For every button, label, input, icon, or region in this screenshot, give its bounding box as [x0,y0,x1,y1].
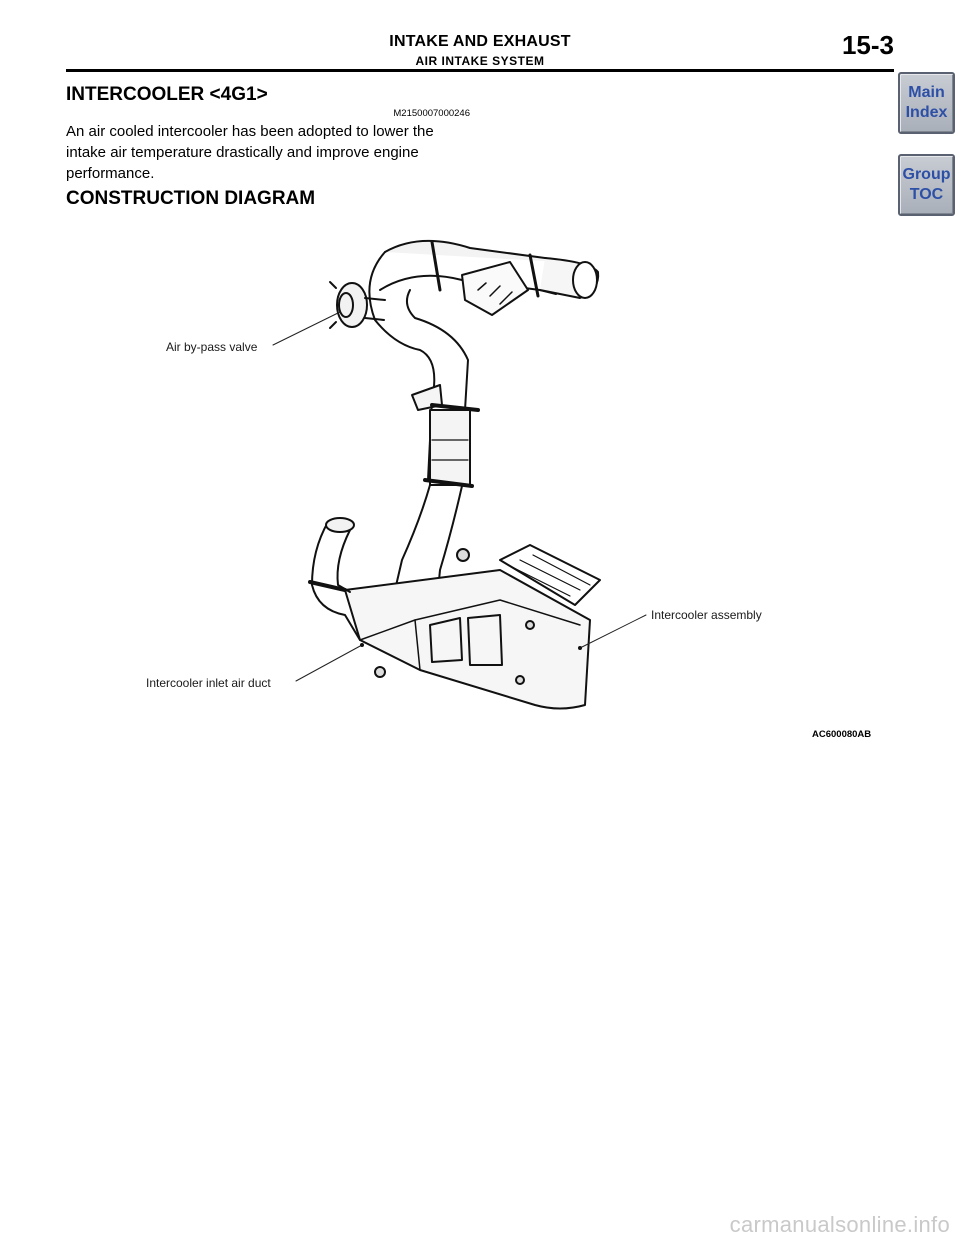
label-air-bypass-valve: Air by-pass valve [166,340,258,354]
subsection-title: AIR INTAKE SYSTEM [415,54,545,68]
lower-duct [394,484,431,591]
main-index-label-line1: Main [908,84,945,101]
mount-bolt [374,666,386,678]
inlet-duct-clamp [308,580,347,592]
mount-bolt [456,548,470,562]
core-opening [467,614,503,666]
mount-bolt [525,620,535,630]
outlet-pipe-mouth [572,261,598,299]
header-rule [66,69,894,72]
heat-shield [461,261,529,316]
diagram-heading: CONSTRUCTION DIAGRAM [66,188,316,209]
leader-intercooler-assembly [579,614,647,649]
rubber-hose [429,409,471,486]
descending-pipe [368,251,436,481]
pipe-clamp [528,253,540,298]
label-intercooler-assembly: Intercooler assembly [651,608,762,622]
group-toc-label-line1: Group [902,166,951,183]
description-paragraph: An air cooled intercooler has been adopt… [66,123,434,182]
footer-watermark: carmanualsonline.info [729,1212,950,1237]
label-intercooler-inlet-air-duct: Intercooler inlet air duct [146,676,271,690]
document-id: M2150007000246 [393,108,470,119]
main-index-label-line2: Index [905,104,948,121]
group-toc-button[interactable]: Group TOC [898,154,955,216]
page-number: 15-3 [841,30,894,60]
leader-air-bypass-valve [272,311,341,346]
core-opening [429,617,463,663]
mount-bolt [515,675,525,685]
pipe-clamp [423,478,474,488]
page-title: INTERCOOLER <4G1> [66,84,268,105]
intercooler-construction-diagram [272,239,647,710]
upper-pipe [384,239,561,263]
leader-inlet-air-duct [295,644,363,682]
section-title: INTAKE AND EXHAUST [389,33,571,50]
inlet-air-duct [311,521,361,641]
figure-code: AC600080AB [812,729,872,740]
intercooler-core [344,569,591,710]
inlet-duct-flange [325,517,355,533]
group-toc-label-line2: TOC [909,186,944,203]
pipe-clamp [430,240,442,292]
main-index-button[interactable]: Main Index [898,72,955,134]
